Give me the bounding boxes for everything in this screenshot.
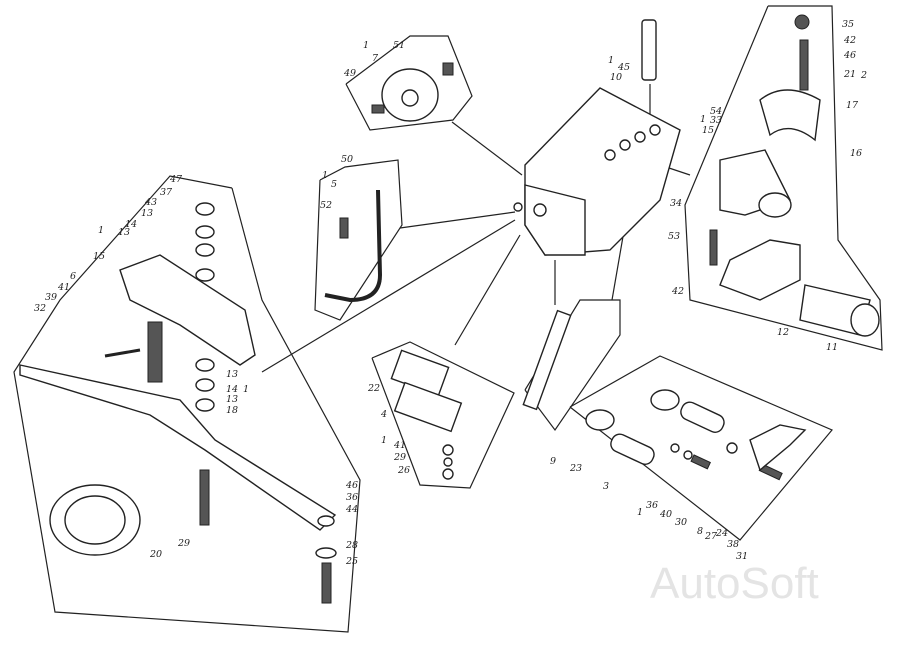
part-label: 14	[125, 219, 137, 230]
part-label: 8	[697, 526, 703, 537]
panel-tube	[314, 159, 403, 321]
part-label: 1	[322, 170, 328, 181]
part-label: 6	[70, 271, 76, 282]
bearing-parts	[709, 14, 880, 337]
part-label: 47	[169, 174, 183, 185]
part-label: 35	[842, 19, 854, 30]
part-label: 28	[345, 540, 358, 551]
part-label: 5	[331, 179, 337, 190]
part-label: 1	[608, 55, 614, 66]
part-label: 22	[367, 383, 380, 394]
part-label: 2	[860, 70, 867, 81]
panel-pipes	[569, 355, 833, 541]
part-label: 17	[846, 100, 859, 111]
part-label: 29	[177, 538, 190, 549]
part-label: 50	[341, 154, 353, 165]
part-label: 42	[843, 35, 856, 46]
part-label: 13	[226, 394, 238, 405]
part-label: 1	[637, 507, 643, 518]
part-label: 23	[569, 463, 582, 474]
part-label: 1	[243, 384, 249, 395]
part-label: 12	[777, 327, 789, 338]
part-label: 1	[363, 40, 369, 51]
part-label: 38	[727, 539, 739, 550]
part-label: 40	[659, 509, 672, 520]
fitting	[339, 217, 349, 239]
part-label: 32	[34, 303, 46, 314]
part-label: 51	[393, 40, 405, 51]
part-label: 45	[617, 62, 630, 73]
part-label: 1	[700, 114, 706, 125]
panel-gasket	[371, 341, 515, 489]
panel-right	[684, 5, 883, 351]
gasket-pipes	[390, 309, 807, 481]
part-label: 54	[710, 106, 722, 117]
part-label: 42	[671, 286, 684, 297]
part-label: 36	[346, 492, 358, 503]
part-label: 21	[843, 69, 856, 80]
cover-plate	[371, 62, 454, 122]
part-label: 41	[57, 282, 70, 293]
part-label: 13	[141, 208, 153, 219]
part-label: 16	[850, 148, 862, 159]
panel-left	[13, 175, 361, 633]
part-label: 1	[98, 225, 104, 236]
part-label: 20	[149, 549, 162, 560]
part-label: 25	[345, 556, 358, 567]
part-label: 46	[843, 50, 856, 61]
main-housing	[513, 19, 681, 256]
part-label: 29	[393, 452, 406, 463]
part-label: 15	[93, 251, 105, 262]
part-label: 14	[226, 384, 238, 395]
part-label: 10	[610, 72, 622, 83]
oil-tube	[324, 189, 383, 303]
part-label: 53	[668, 231, 680, 242]
part-label: 26	[397, 465, 410, 476]
part-label: 27	[704, 531, 718, 542]
part-label: 18	[226, 405, 238, 416]
part-label: 15	[702, 125, 714, 136]
part-label: 37	[160, 187, 173, 198]
part-label: 9	[550, 456, 556, 467]
part-label: 13	[118, 227, 130, 238]
part-label: 41	[393, 440, 406, 451]
part-label: 13	[226, 369, 238, 380]
part-label: 44	[345, 504, 358, 515]
part-label: 43	[144, 197, 157, 208]
part-label: 11	[826, 342, 838, 353]
part-label: 4	[380, 409, 387, 420]
linkage-parts	[19, 202, 337, 604]
part-label: 3	[603, 481, 609, 492]
part-label: 30	[675, 517, 687, 528]
part-labels: 47 37 43 13 14 13 1 15 6 41 39 32 13 14 …	[34, 19, 867, 567]
part-label: 49	[343, 68, 356, 79]
part-label: 52	[320, 200, 332, 211]
part-label: 7	[372, 53, 379, 64]
part-label: 33	[710, 115, 722, 126]
part-label: 1	[381, 435, 387, 446]
part-label: 46	[345, 480, 358, 491]
part-label: 24	[715, 528, 728, 539]
panel-cover	[345, 35, 473, 131]
part-label: 36	[646, 500, 658, 511]
watermark: AutoSoft	[650, 559, 819, 608]
part-label: 39	[45, 292, 57, 303]
part-label: 34	[670, 198, 682, 209]
part-label: 31	[736, 551, 748, 562]
